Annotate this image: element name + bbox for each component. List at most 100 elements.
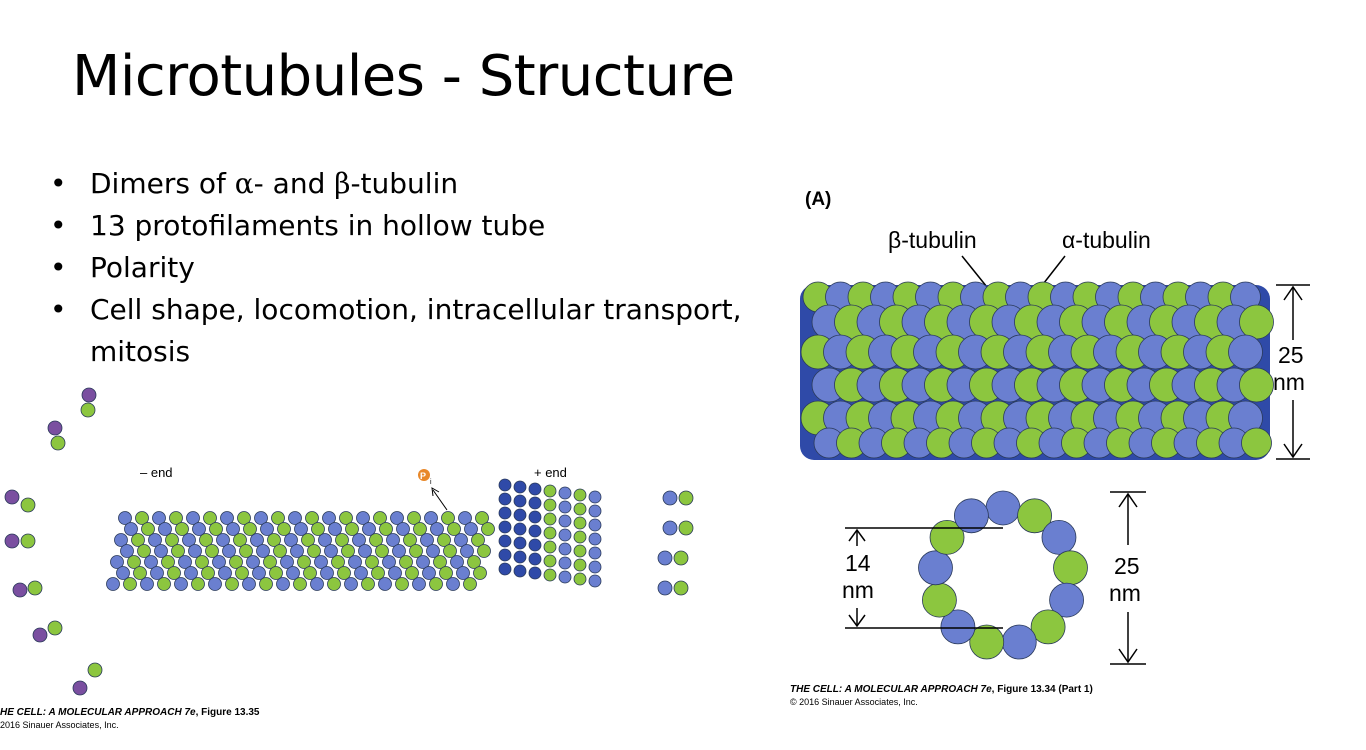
alpha-tubulin-subunit <box>980 400 1016 436</box>
free-gdp-dimer <box>47 420 63 436</box>
alpha-tubulin-subunit <box>1160 400 1196 436</box>
lattice-subunit <box>133 566 147 580</box>
panel-label-a: (A) <box>805 189 831 210</box>
lattice-subunit <box>218 566 232 580</box>
beta-tubulin-subunit <box>1218 427 1250 459</box>
lattice-subunit <box>475 511 489 525</box>
alpha-tubulin-subunit <box>926 427 957 459</box>
lattice-subunit <box>174 577 188 591</box>
lattice-subunit <box>369 533 383 547</box>
lattice-subunit <box>327 577 341 591</box>
plus-end-subunit <box>513 494 527 508</box>
lattice-subunit <box>361 577 375 591</box>
microtubule-side-view <box>800 281 1274 460</box>
lattice-subunit <box>392 544 406 558</box>
lattice-subunit <box>178 555 192 569</box>
protofilament-subunit <box>929 519 965 555</box>
alpha-tubulin-subunit <box>834 304 869 340</box>
free-gdp-dimer <box>50 435 66 451</box>
beta-tubulin-subunit <box>1081 304 1117 340</box>
beta-tubulin-subunit <box>1138 334 1173 370</box>
beta-tubulin-subunit <box>1126 304 1162 340</box>
lattice-subunit <box>373 511 387 525</box>
incoming-gtp-dimer <box>662 490 678 506</box>
lattice-subunit <box>358 544 372 558</box>
lattice-subunit <box>379 522 393 536</box>
beta-tubulin-subunit <box>915 281 946 313</box>
alpha-tubulin-subunit <box>1149 304 1184 340</box>
plus-end-label: + end <box>534 465 567 480</box>
beta-tubulin-subunit <box>1140 281 1171 313</box>
lattice-subunit <box>310 577 324 591</box>
beta-tubulin-subunit <box>1095 281 1126 313</box>
plus-end-subunit <box>528 552 542 566</box>
lattice-subunit <box>199 533 213 547</box>
alpha-tubulin-subunit <box>879 304 914 340</box>
lattice-subunit <box>276 577 290 591</box>
beta-tubulin-subunit <box>1093 400 1128 436</box>
alpha-tubulin-subunit <box>890 334 926 370</box>
alpha-tubulin-subunit <box>1194 304 1229 340</box>
alpha-tubulin-subunit <box>1070 334 1106 370</box>
bullet-polarity: Polarity <box>50 247 770 289</box>
lattice-subunit <box>120 544 134 558</box>
plus-end-subunit <box>528 524 542 538</box>
lattice-subunit <box>294 522 308 536</box>
plus-end-subunit <box>543 554 557 568</box>
lattice-subunit <box>288 511 302 525</box>
lattice-subunit <box>246 555 260 569</box>
beta-tubulin-subunit <box>1230 281 1261 313</box>
lattice-subunit <box>273 544 287 558</box>
lattice-subunit <box>348 555 362 569</box>
alpha-tubulin-subunit <box>971 427 1002 459</box>
alpha-tubulin-subunit <box>1104 367 1139 403</box>
plus-end-subunit <box>588 546 602 560</box>
incoming-gtp-dimer <box>657 580 673 596</box>
lattice-subunit <box>212 555 226 569</box>
beta-tubulin-subunit <box>1228 400 1263 436</box>
free-gdp-dimer <box>27 580 43 596</box>
protofilament-subunit <box>940 609 976 645</box>
plus-end-subunit <box>543 484 557 498</box>
beta-tubulin-subunit <box>903 427 935 459</box>
plus-end-subunit <box>558 486 572 500</box>
alpha-tubulin-subunit <box>1059 367 1094 403</box>
alpha-tubulin-subunit <box>1115 400 1151 436</box>
alpha-tubulin-subunit <box>980 334 1016 370</box>
plus-end-subunit <box>528 566 542 580</box>
lattice-subunit <box>152 511 166 525</box>
incoming-gtp-dimer <box>673 550 689 566</box>
figure-b-dynamic-instability <box>4 387 694 696</box>
lattice-subunit <box>341 544 355 558</box>
beta-tubulin-subunit <box>1093 334 1128 370</box>
lattice-subunit <box>307 544 321 558</box>
lattice-subunit <box>409 544 423 558</box>
outer-diameter-unit: nm <box>1109 580 1141 606</box>
beta-tubulin-subunit <box>960 281 991 313</box>
beta-tubulin-subunit <box>913 334 948 370</box>
free-gdp-dimer <box>12 582 28 598</box>
plus-end-subunit <box>528 510 542 524</box>
alpha-tubulin-subunit <box>1117 281 1149 313</box>
alpha-tubulin-subunit <box>1027 281 1059 313</box>
lattice-subunit <box>378 577 392 591</box>
plus-end-subunit <box>543 540 557 554</box>
alpha-tubulin-subunit <box>836 427 867 459</box>
beta-tubulin-subunit <box>1081 367 1117 403</box>
plus-end-subunit <box>513 508 527 522</box>
lattice-subunit <box>220 511 234 525</box>
lattice-subunit <box>481 522 495 536</box>
lattice-subunit <box>424 511 438 525</box>
free-gdp-dimer <box>32 627 48 643</box>
plus-end-subunit <box>528 482 542 496</box>
beta-tubulin-subunit <box>958 334 993 370</box>
lattice-subunit <box>477 544 491 558</box>
plus-end-subunit <box>528 538 542 552</box>
alpha-tubulin-subunit <box>890 400 926 436</box>
protofilament-subunit <box>953 498 989 534</box>
lattice-subunit <box>148 533 162 547</box>
free-gdp-dimer <box>4 489 20 505</box>
plus-end-subunit <box>558 528 572 542</box>
lattice-subunit <box>169 511 183 525</box>
beta-tubulin-subunit <box>993 427 1025 459</box>
